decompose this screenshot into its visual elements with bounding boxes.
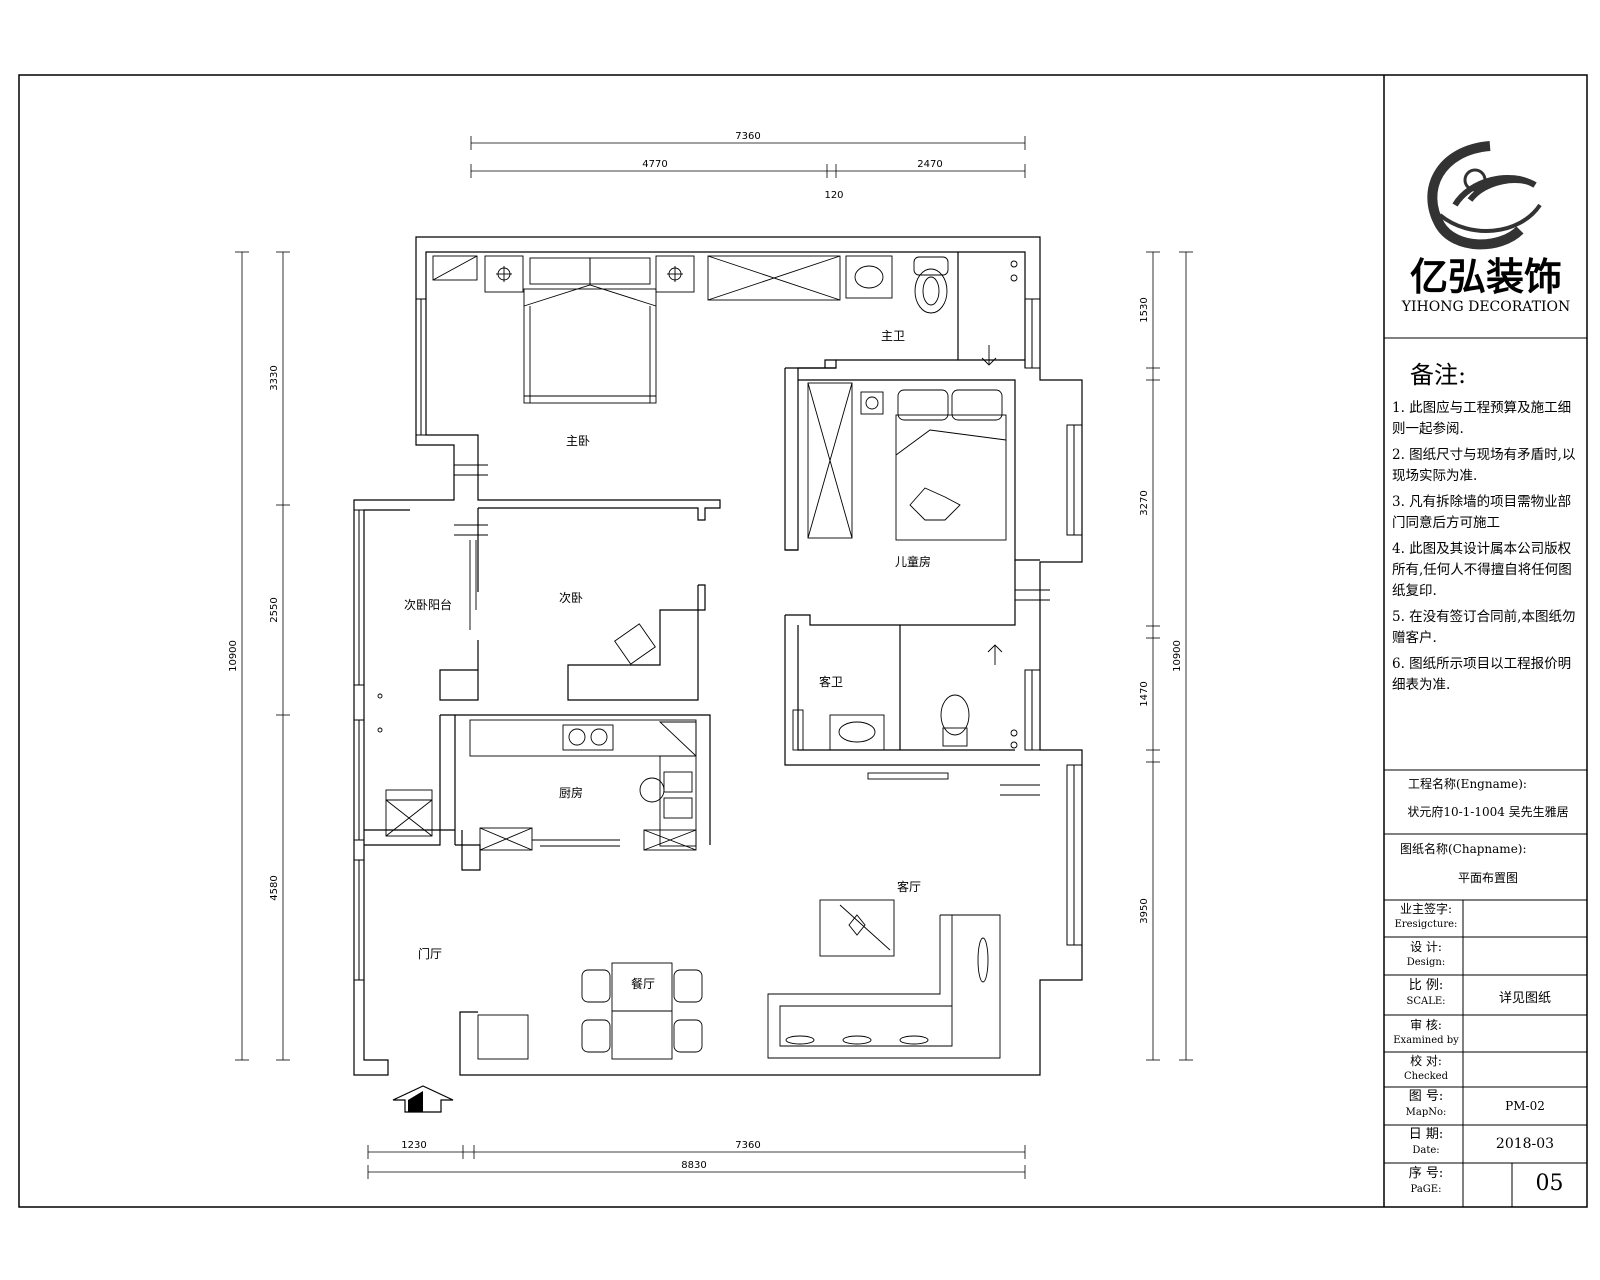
map-no-value: PM-02: [1505, 1099, 1545, 1113]
dim-top-left: 4770: [642, 159, 667, 170]
date-label: 日 期: Date:: [1390, 1127, 1462, 1159]
date-label-en: Date:: [1412, 1145, 1440, 1156]
checked-label-cn: 校 对:: [1410, 1054, 1442, 1068]
drawing-value: 平面布置图: [1457, 871, 1518, 885]
checked-label-en: Checked: [1404, 1071, 1448, 1082]
page-label-cn: 序 号:: [1408, 1166, 1444, 1181]
company-name-cn: 亿弘装饰: [1410, 255, 1562, 299]
room-label-kitchen: 厨房: [559, 785, 583, 800]
dim-left-3: 4580: [269, 875, 280, 900]
page-label: 序 号: PaGE:: [1390, 1166, 1462, 1198]
dim-right-3: 1470: [1139, 681, 1150, 706]
walls: [353, 236, 1083, 1076]
date-label-cn: 日 期:: [1408, 1127, 1444, 1142]
note-item: 6. 图纸所示项目以工程报价明细表为准.: [1392, 656, 1572, 693]
dim-top-right: 2470: [917, 159, 942, 170]
owner-label-en: Eresigcture:: [1394, 919, 1458, 930]
room-label-kids-room: 儿童房: [895, 554, 931, 569]
scale-label-en: SCALE:: [1406, 996, 1446, 1007]
scale-label-cn: 比 例:: [1408, 978, 1444, 993]
dim-bottom-total: 8830: [681, 1160, 706, 1171]
dim-left-2: 2550: [269, 597, 280, 622]
drawing-label: 图纸名称(Chapname):: [1400, 842, 1527, 856]
dim-top-wall: 120: [824, 190, 843, 201]
room-label-guest-bath: 客卫: [819, 674, 843, 689]
windows: [353, 298, 1083, 981]
dim-right-total: 10900: [1172, 640, 1183, 672]
map-label-cn: 图 号:: [1408, 1089, 1444, 1104]
note-item: 3. 凡有拆除墙的项目需物业部门同意后方可施工: [1392, 494, 1572, 531]
dim-right-4: 3950: [1139, 898, 1150, 923]
note-item: 2. 图纸尺寸与现场有矛盾时,以现场实际为准.: [1392, 447, 1576, 484]
dim-left-1: 3330: [269, 365, 280, 390]
room-label-dining-room: 餐厅: [631, 976, 655, 991]
page-value: 05: [1535, 1171, 1564, 1196]
page-label-en: PaGE:: [1410, 1184, 1442, 1195]
design-label-en: Design:: [1406, 957, 1446, 968]
notes-heading: 备注:: [1410, 361, 1467, 389]
room-label-second-balcony: 次卧阳台: [404, 597, 452, 612]
note-item: 1. 此图应与工程预算及施工细则一起参阅.: [1392, 400, 1572, 437]
dim-right-2: 3270: [1139, 490, 1150, 515]
map-label-en: MapNo:: [1405, 1107, 1447, 1118]
notes-list: 1. 此图应与工程预算及施工细则一起参阅. 2. 图纸尺寸与现场有矛盾时,以现场…: [1392, 398, 1580, 701]
sheet-border: [18, 74, 1588, 1208]
project-value: 状元府10-1-1004 吴先生雅居: [1407, 805, 1569, 819]
note-item: 5. 在没有签订合同前,本图纸勿赠客户.: [1392, 609, 1576, 646]
checked-label: 校 对: Checked: [1390, 1054, 1462, 1084]
title-block-grid: [1384, 337, 1588, 1208]
dim-bottom-1: 1230: [401, 1140, 426, 1151]
design-label-cn: 设 计:: [1410, 940, 1442, 954]
dimension-lines: [235, 136, 1193, 1179]
dim-bottom-2: 7360: [735, 1140, 760, 1151]
entrance-arrow-icon: [392, 1085, 454, 1113]
date-value: 2018-03: [1495, 1136, 1555, 1152]
map-no-label: 图 号: MapNo:: [1390, 1089, 1462, 1121]
examined-label-cn: 审 核:: [1410, 1018, 1442, 1032]
owner-label-cn: 业主签字:: [1399, 902, 1453, 916]
note-item: 4. 此图及其设计属本公司版权所有,任何人不得擅自将任何图纸复印.: [1392, 541, 1572, 599]
company-logo-icon: [1427, 141, 1542, 250]
scale-label: 比 例: SCALE:: [1390, 978, 1462, 1010]
examined-label-en: Examined by: [1393, 1035, 1459, 1046]
room-label-master-bath: 主卫: [881, 329, 905, 343]
dim-right-1: 1530: [1139, 297, 1150, 322]
room-label-second-bedroom: 次卧: [559, 591, 583, 605]
owner-signature-label: 业主签字: Eresigcture:: [1390, 902, 1462, 932]
scale-value: 详见图纸: [1498, 991, 1551, 1006]
design-label: 设 计: Design:: [1390, 940, 1462, 970]
dim-left-total: 10900: [228, 640, 239, 672]
room-label-living-room: 客厅: [897, 879, 921, 894]
examined-label: 审 核: Examined by: [1390, 1017, 1462, 1049]
room-label-entrance: 门厅: [418, 946, 442, 961]
company-name-en: YIHONG DECORATION: [1401, 299, 1570, 315]
dim-top-total: 7360: [735, 131, 760, 142]
project-label: 工程名称(Engname):: [1408, 777, 1527, 791]
room-label-master-bedroom: 主卧: [566, 434, 590, 448]
furniture: [377, 255, 1018, 1060]
